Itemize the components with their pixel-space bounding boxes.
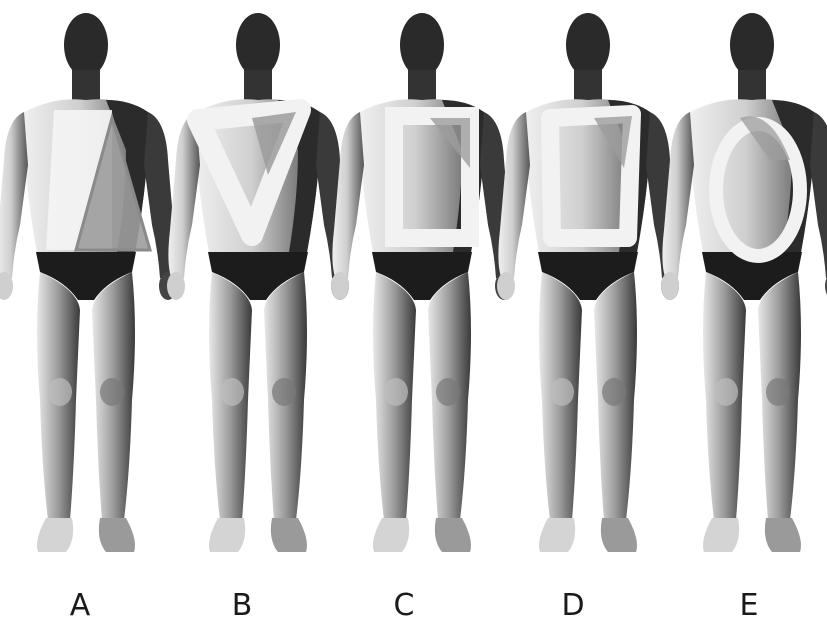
figure-e	[661, 13, 827, 552]
figure-c	[331, 13, 513, 552]
label-d: D	[543, 588, 603, 623]
label-b: B	[212, 588, 272, 623]
figure-b	[167, 13, 349, 552]
label-e: E	[719, 588, 779, 623]
figure-a	[0, 13, 177, 552]
label-a: A	[50, 588, 110, 623]
label-c: C	[374, 588, 434, 623]
figure-d	[497, 13, 679, 552]
